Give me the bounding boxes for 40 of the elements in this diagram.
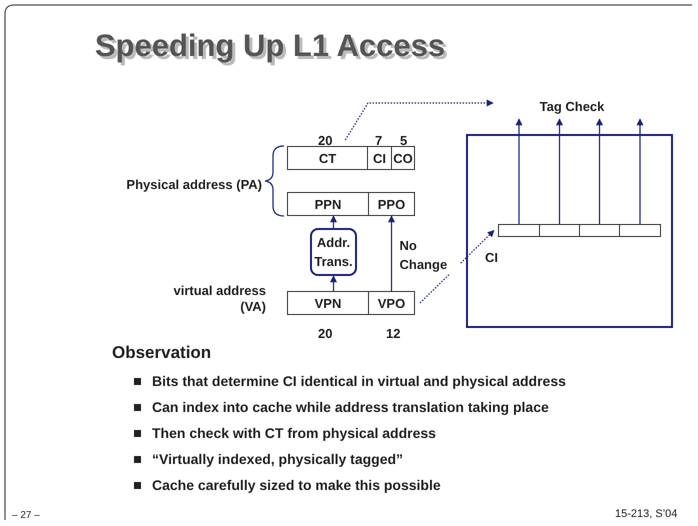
bullet-text: Bits that determine CI identical in virtual and physical address [134, 373, 566, 389]
brace-label: virtual address (VA) [172, 283, 266, 315]
cache-box [466, 134, 673, 328]
bit-field-box: CO [391, 146, 415, 170]
bit-width: 5 [400, 133, 408, 148]
bit-width: 12 [386, 326, 400, 341]
cache-line-cell [539, 224, 580, 237]
dotted-arrow [344, 100, 494, 140]
bit-field-box: CI [367, 146, 392, 170]
tag-check-label: Tag Check [533, 99, 611, 115]
cache-line-cell [579, 224, 620, 237]
bit-width: 20 [318, 133, 332, 148]
section-heading: Observation [112, 343, 212, 363]
arrow [516, 118, 522, 224]
bit-field-box: VPO [368, 291, 415, 315]
slide-title: Speeding Up L1 Access [94, 28, 446, 64]
cache-line-cell [619, 224, 661, 237]
arrow [330, 275, 337, 291]
bit-field-box: PPO [368, 192, 415, 216]
arrow [556, 118, 563, 224]
footer-text: 15-213, S’04 [615, 508, 678, 520]
process-box: Addr. Trans. [310, 228, 357, 276]
field-label: CI [485, 250, 498, 265]
arrow [596, 118, 603, 224]
brace-label: Physical address (PA) [126, 177, 262, 192]
page-number: – 27 – [12, 510, 40, 521]
bit-field-box: PPN [287, 192, 369, 216]
bullet-text: Can index into cache while address translation taking place [134, 399, 549, 415]
bullet-text: Cache carefully sized to make this possible [134, 477, 441, 493]
bit-width: 7 [375, 133, 382, 148]
cache-line-cell [498, 224, 540, 237]
arrow [330, 215, 337, 228]
bullet-text: Then check with CT from physical address [134, 425, 436, 441]
bit-field-box: CT [287, 146, 368, 170]
arrow [388, 215, 395, 291]
bullet-text: “Virtually indexed, physically tagged” [134, 451, 404, 467]
dotted-arrow [420, 230, 494, 304]
bit-width: 20 [318, 326, 332, 341]
bit-field-box: VPN [287, 291, 369, 315]
arrow [636, 118, 644, 224]
